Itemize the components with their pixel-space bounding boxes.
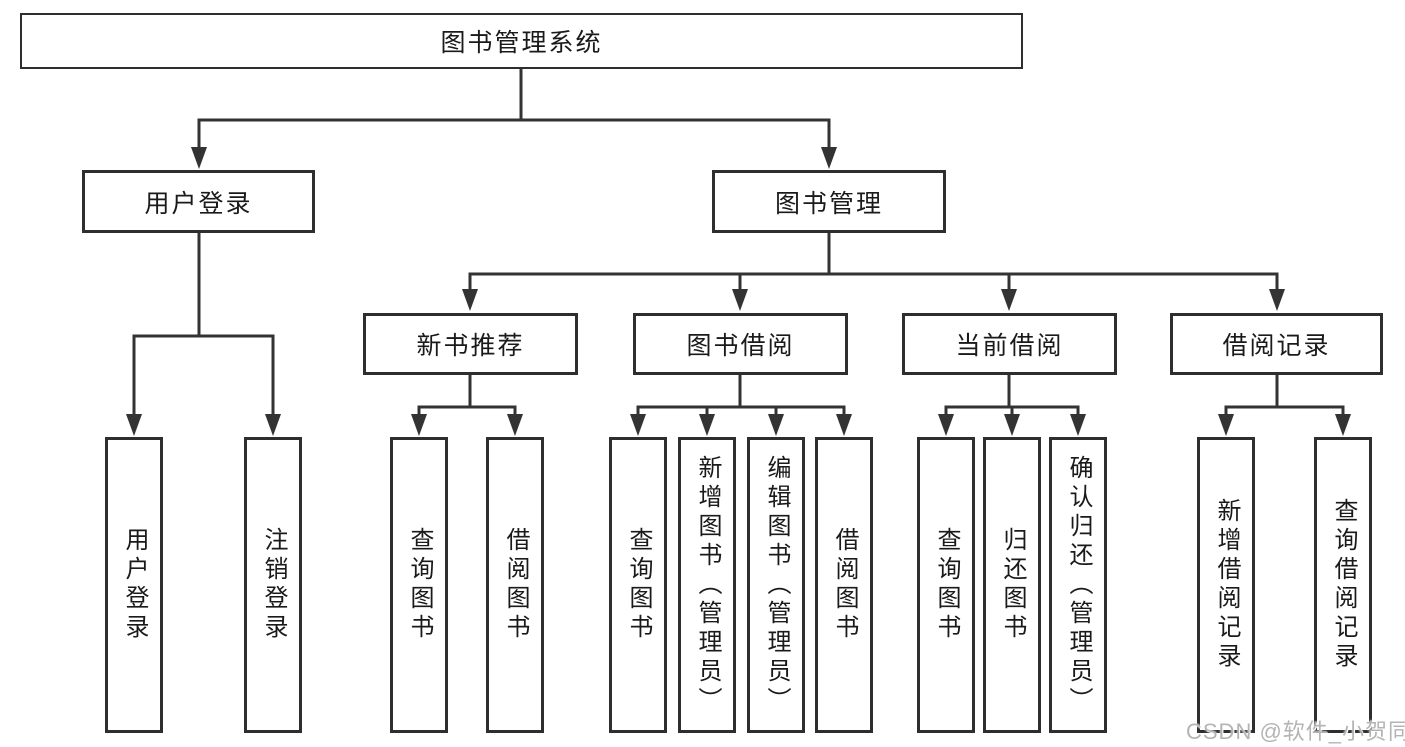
node-label: 新书推荐 bbox=[416, 332, 525, 360]
node-book-management: 图书管理 bbox=[712, 170, 946, 233]
node-label: 图书管理系统 bbox=[440, 29, 603, 57]
leaf-return-books: 归还图书 bbox=[983, 437, 1041, 733]
leaf-user-login: 用户登录 bbox=[105, 437, 163, 733]
node-label: 归还图书 bbox=[999, 527, 1026, 643]
node-label: 查询借阅记录 bbox=[1330, 498, 1357, 672]
node-label: 图书借阅 bbox=[686, 332, 795, 360]
node-label: 查询图书 bbox=[406, 527, 433, 643]
leaf-edit-books-admin: 编辑图书（管理员） bbox=[747, 437, 805, 733]
node-current-borrow: 当前借阅 bbox=[902, 313, 1117, 375]
leaf-add-books-admin: 新增图书（管理员） bbox=[678, 437, 736, 733]
leaf-add-borrow-record: 新增借阅记录 bbox=[1197, 437, 1255, 733]
leaf-query-books-current: 查询图书 bbox=[917, 437, 975, 733]
node-book-borrow: 图书借阅 bbox=[633, 313, 848, 375]
node-label: 查询图书 bbox=[933, 527, 960, 643]
connector-userlogin-to-children bbox=[132, 232, 275, 417]
leaf-logout: 注销登录 bbox=[244, 437, 302, 733]
leaf-borrow-books: 借阅图书 bbox=[815, 437, 873, 733]
connector-bookborrow-to-children bbox=[636, 374, 846, 417]
node-borrow-records: 借阅记录 bbox=[1170, 313, 1383, 375]
leaf-confirm-return-admin: 确认归还（管理员） bbox=[1049, 437, 1107, 733]
node-label: 编辑图书（管理员） bbox=[763, 454, 790, 716]
node-label: 借阅图书 bbox=[831, 527, 858, 643]
node-label: 确认归还（管理员） bbox=[1065, 454, 1092, 716]
node-label: 用户登录 bbox=[144, 189, 253, 218]
node-label: 借阅图书 bbox=[502, 527, 529, 643]
node-root-system: 图书管理系统 bbox=[20, 13, 1023, 69]
connector-bookmgmt-to-level3 bbox=[468, 232, 1279, 292]
leaf-query-books-recommend: 查询图书 bbox=[390, 437, 448, 733]
node-label: 当前借阅 bbox=[955, 332, 1064, 360]
connector-root-to-level2 bbox=[197, 69, 831, 150]
node-label: 注销登录 bbox=[260, 527, 287, 643]
leaf-borrow-books-recommend: 借阅图书 bbox=[486, 437, 544, 733]
leaf-query-books-borrow: 查询图书 bbox=[609, 437, 667, 733]
connector-currentborrow-to-children bbox=[944, 374, 1080, 417]
node-user-login-branch: 用户登录 bbox=[82, 170, 315, 233]
node-label: 用户登录 bbox=[121, 527, 148, 643]
node-label: 新增图书（管理员） bbox=[694, 454, 721, 716]
connector-newbook-to-children bbox=[417, 374, 517, 417]
node-label: 查询图书 bbox=[625, 527, 652, 643]
csdn-watermark: CSDN @软件_小贺同学 bbox=[1186, 719, 1405, 744]
node-new-book-recommend: 新书推荐 bbox=[363, 313, 578, 375]
leaf-query-borrow-record: 查询借阅记录 bbox=[1314, 437, 1372, 733]
connector-records-to-children bbox=[1224, 374, 1345, 417]
arrowheads bbox=[126, 147, 1351, 436]
node-label: 图书管理 bbox=[774, 189, 883, 218]
node-label: 借阅记录 bbox=[1222, 332, 1331, 360]
node-label: 新增借阅记录 bbox=[1213, 498, 1240, 672]
